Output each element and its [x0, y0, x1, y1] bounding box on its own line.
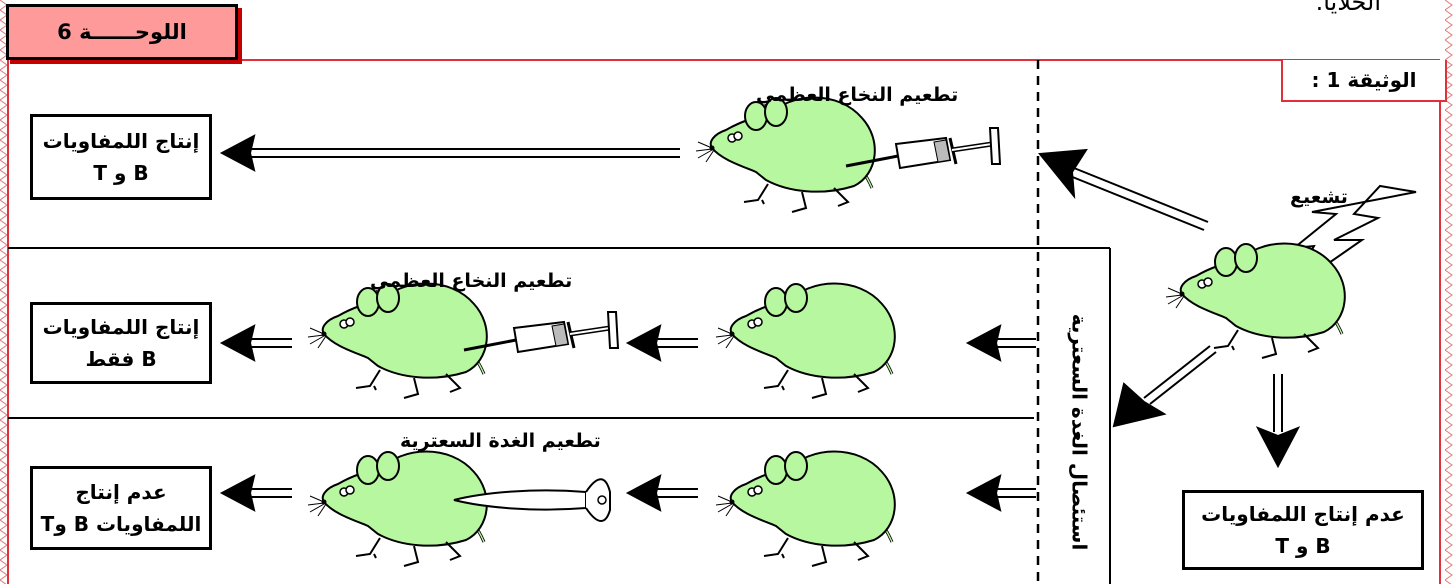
double-arrow-icon: [965, 324, 1036, 362]
result-line: B و T: [1275, 534, 1331, 558]
result-box-middle: إنتاج اللمفاويات B فقط: [30, 302, 212, 384]
result-line: B فقط: [85, 347, 157, 371]
left-zigzag-border: [0, 0, 8, 584]
double-arrow-icon: [1038, 148, 1209, 231]
thymus-graft-label: تطعيم الغدة السعترية: [400, 430, 601, 452]
double-arrow-icon: [219, 474, 292, 512]
double-arrow-icon: [1255, 374, 1301, 469]
result-box-bottom: عدم إنتاج اللمفاويات B وT: [30, 466, 212, 550]
result-box-irradiated: عدم إنتاج اللمفاويات B و T: [1182, 490, 1424, 570]
result-line: اللمفاويات B وT: [40, 512, 202, 536]
double-arrow-icon: [625, 324, 698, 362]
double-arrow-icon: [625, 474, 698, 512]
thymectomy-text: استئصال الغدة السعترية: [1067, 313, 1091, 551]
double-arrow-icon: [219, 324, 292, 362]
result-box-top: إنتاج اللمفاويات B و T: [30, 114, 212, 200]
result-line: B و T: [93, 161, 149, 185]
mouse-icon: [694, 96, 877, 214]
bone-marrow-graft-label: تطعيم النخاع العظمي: [370, 270, 573, 292]
double-arrow-icon: [965, 474, 1036, 512]
thymectomy-label: استئصال الغدة السعترية: [1034, 280, 1124, 584]
plate-label: اللوحــــــة 6: [6, 4, 238, 60]
mouse-icon: [1164, 242, 1347, 360]
double-arrow-icon: [1112, 345, 1217, 428]
previous-text-fragment: الخلايا.: [1315, 0, 1381, 16]
result-line: إنتاج اللمفاويات: [42, 129, 200, 153]
document-label: الوثيقة 1 :: [1281, 60, 1447, 102]
irradiation-label: تشعيع: [1290, 186, 1348, 208]
mouse-icon: [306, 450, 489, 568]
mouse-icon: [306, 282, 489, 400]
bone-marrow-graft-label: تطعيم النخاع العظمي: [756, 84, 959, 106]
double-arrow-icon: [219, 134, 680, 172]
result-line: عدم إنتاج: [75, 480, 167, 504]
mouse-icon: [714, 282, 897, 400]
result-line: إنتاج اللمفاويات: [42, 315, 200, 339]
mouse-icon: [714, 450, 897, 568]
result-line: عدم إنتاج اللمفاويات: [1201, 502, 1405, 526]
right-zigzag-border: [1445, 0, 1453, 584]
